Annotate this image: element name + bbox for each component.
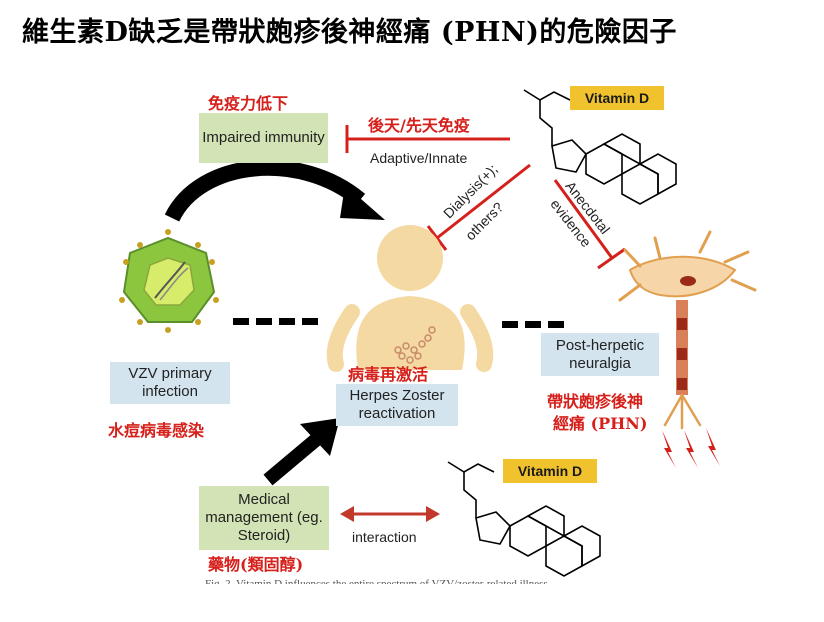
dash-connector-right xyxy=(502,321,564,328)
acquired-innate-cn: 後天/先天免疫 xyxy=(368,116,470,135)
patient-icon xyxy=(326,225,494,372)
inhibit-line-immunity xyxy=(345,125,510,153)
inhibit-line-neuron xyxy=(553,179,626,270)
adaptive-innate-label: Adaptive/Innate xyxy=(370,150,468,166)
immune-low-cn: 免疫力低下 xyxy=(208,94,289,113)
vzv-infection-box: VZV primary infection xyxy=(110,362,230,404)
interaction-label: interaction xyxy=(352,529,417,545)
vitamin-d-top-label: Vitamin D xyxy=(570,86,664,110)
curved-arrow-icon xyxy=(164,159,385,222)
impaired-immunity-box: Impaired immunity xyxy=(199,113,328,163)
phn-cn-line2: 經痛 (PHN) xyxy=(553,414,648,433)
drug-cn: 藥物(類固醇) xyxy=(208,555,304,574)
figure-caption: Fig. 2. Vitamin D influences the entire … xyxy=(205,578,548,584)
inhibit-line-person xyxy=(426,163,531,251)
vitamin-d-bottom-label: Vitamin D xyxy=(503,459,597,483)
reactivation-cn: 病毒再激活 xyxy=(348,365,429,384)
vitamin-d-molecule-bottom xyxy=(447,461,601,577)
page-title: 維生素D缺乏是帶狀皰疹後神經痛 (PHN)的危險因子 xyxy=(22,17,677,48)
phn-cn-line1: 帶狀皰疹後神 xyxy=(547,392,644,411)
neuron-icon xyxy=(618,230,757,468)
phn-box: Post-herpetic neuralgia xyxy=(541,333,659,376)
diagonal-arrow-icon xyxy=(263,418,340,486)
varicella-cn: 水痘病毒感染 xyxy=(108,421,205,440)
herpes-reactivation-box: Herpes Zoster reactivation xyxy=(336,384,458,426)
interaction-arrow-icon xyxy=(340,506,440,522)
vzv-virus-icon xyxy=(119,229,219,333)
vitamin-d-molecule-icon xyxy=(523,89,677,205)
medical-management-box: Medical management (eg. Steroid) xyxy=(199,486,329,550)
dash-connector-left xyxy=(233,318,318,325)
